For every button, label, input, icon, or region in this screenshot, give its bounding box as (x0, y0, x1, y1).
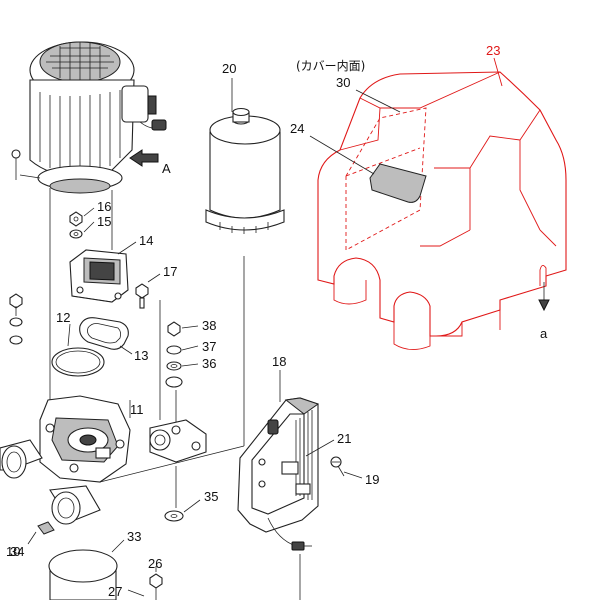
part-34-clip (37, 521, 55, 535)
callout-12: 12 (56, 310, 70, 325)
callout-10: 10 (6, 544, 20, 559)
part-26-bolt (149, 573, 163, 600)
callout-14: 14 (139, 233, 153, 248)
part-11-check-valve (149, 419, 207, 463)
callout-11: 11 (130, 402, 144, 417)
callout-19: 19 (365, 472, 379, 487)
part-19-screw (330, 456, 345, 477)
callout-37: 37 (202, 339, 216, 354)
part-17-screw (135, 283, 149, 309)
part-16-nut (69, 211, 83, 227)
arrow-small-a-label: a (540, 326, 548, 341)
part-33-tank (48, 549, 118, 600)
callout-15: 15 (97, 214, 111, 229)
callout-34: 34 (10, 544, 24, 559)
part-36-washer (165, 361, 183, 388)
callout-35: 35 (204, 489, 218, 504)
part-18-controller (237, 397, 320, 551)
callout-30: 30 (336, 75, 350, 90)
callout-36: 36 (202, 356, 216, 371)
part-15-washer (69, 229, 83, 239)
motor-assembly (11, 41, 167, 194)
callout-24: 24 (290, 121, 304, 136)
callout-38: 38 (202, 318, 216, 333)
part-24-label-plate (369, 163, 427, 203)
part-14-pressure-switch (69, 249, 129, 303)
callout-21: 21 (337, 431, 351, 446)
callout-13: 13 (134, 348, 148, 363)
part-13-gasket (79, 317, 129, 350)
arrow-a-label: A (162, 161, 171, 176)
callout-26: 26 (148, 556, 162, 571)
part-12-o-ring (51, 347, 105, 377)
callout-20: 20 (222, 61, 236, 76)
part-23-cover (317, 71, 567, 350)
part-37-washer (166, 345, 182, 355)
callout-16: 16 (97, 199, 111, 214)
view-arrow-small-a: a (538, 282, 550, 341)
callout-33: 33 (127, 529, 141, 544)
callout-27: 27 (108, 584, 122, 599)
part-38-nut (167, 321, 181, 337)
left-washers (9, 293, 23, 345)
callout-23: 23 (486, 43, 500, 58)
cover-inner-note: (カバー内面) (296, 59, 365, 73)
callout-17: 17 (163, 264, 177, 279)
part-35-washer (164, 510, 184, 522)
callout-18: 18 (272, 354, 286, 369)
pump-casing (0, 395, 131, 525)
part-20-pressure-tank (205, 107, 285, 234)
view-arrow-a: A (129, 149, 171, 176)
